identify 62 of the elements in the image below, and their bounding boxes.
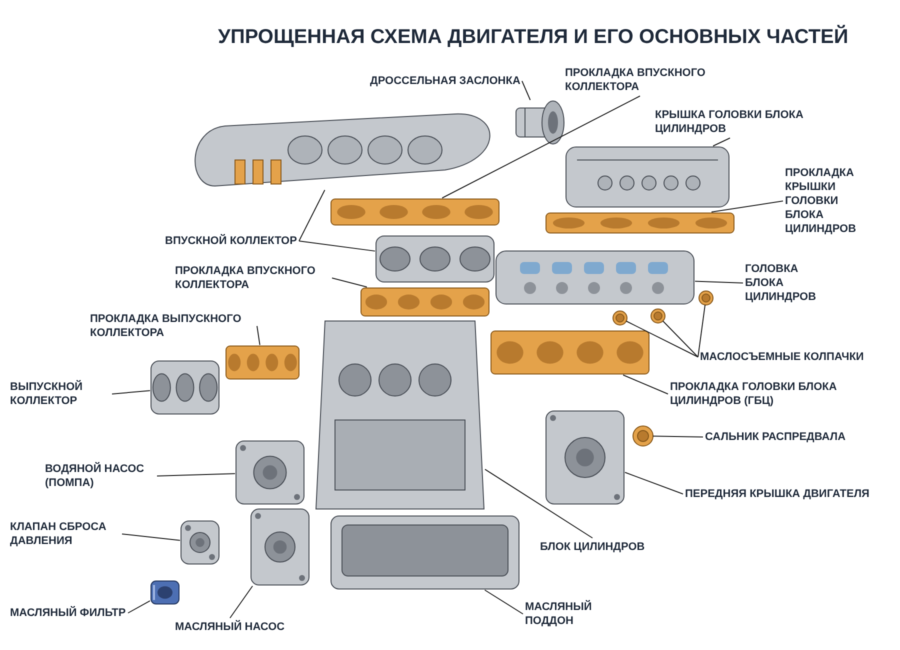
leader-line bbox=[662, 320, 698, 358]
leader-line bbox=[298, 240, 376, 252]
valve-seal-drawing bbox=[698, 290, 714, 306]
leader-line bbox=[256, 326, 260, 346]
leader-line bbox=[484, 590, 524, 614]
leader-line bbox=[298, 190, 326, 242]
part-label: КЛАПАН СБРОСА ДАВЛЕНИЯ bbox=[10, 520, 120, 548]
leader-line bbox=[230, 586, 254, 618]
leader-line bbox=[112, 390, 150, 394]
oil-pan-drawing bbox=[330, 515, 520, 590]
leader-line bbox=[128, 600, 150, 614]
gasket-drawing bbox=[225, 345, 300, 380]
part-label: КРЫШКА ГОЛОВКИ БЛОКА ЦИЛИНДРОВ bbox=[655, 108, 805, 136]
part-label: ПРОКЛАДКА ГОЛОВКИ БЛОКА ЦИЛИНДРОВ (ГБЦ) bbox=[670, 380, 845, 408]
relief-valve-drawing bbox=[180, 520, 220, 565]
part-label: ПРОКЛАДКА ВПУСКНОГО КОЛЛЕКТОРА bbox=[175, 264, 330, 292]
part-label: ДРОССЕЛЬНАЯ ЗАСЛОНКА bbox=[370, 74, 520, 88]
diagram-title: УПРОЩЕННАЯ СХЕМА ДВИГАТЕЛЯ И ЕГО ОСНОВНЫХ ЧАСТЕЙ bbox=[218, 26, 848, 49]
part-label: МАСЛЯНЫЙ ПОДДОН bbox=[525, 600, 605, 628]
water-pump-drawing bbox=[235, 440, 305, 505]
part-label: ПЕРЕДНЯЯ КРЫШКА ДВИГАТЕЛЯ bbox=[685, 487, 870, 501]
part-label: МАСЛОСЪЕМНЫЕ КОЛПАЧКИ bbox=[700, 350, 864, 364]
part-label: ГОЛОВКА БЛОКА ЦИЛИНДРОВ bbox=[745, 262, 830, 304]
valve-cover-drawing bbox=[565, 146, 730, 208]
valve-seal-drawing bbox=[612, 310, 628, 326]
leader-line bbox=[522, 80, 531, 100]
leader-line bbox=[442, 96, 640, 198]
cylinder-head-drawing bbox=[495, 250, 695, 305]
leader-line bbox=[122, 534, 180, 541]
gasket-drawing bbox=[360, 287, 490, 317]
part-label: ВПУСКНОЙ КОЛЛЕКТОР bbox=[165, 234, 297, 248]
part-label: МАСЛЯНЫЙ НАСОС bbox=[175, 620, 285, 634]
leader-line bbox=[332, 278, 368, 288]
part-label: ПРОКЛАДКА ВПУСКНОГО КОЛЛЕКТОРА bbox=[565, 66, 715, 94]
oil-filter-drawing bbox=[150, 580, 180, 605]
leader-line bbox=[694, 280, 744, 284]
gasket-drawing bbox=[330, 198, 500, 226]
part-label: ПРОКЛАДКА ВЫПУСКНОГО КОЛЛЕКТОРА bbox=[90, 312, 255, 340]
leader-line bbox=[652, 436, 704, 438]
part-label: ВОДЯНОЙ НАСОС (ПОМПА) bbox=[45, 462, 155, 490]
part-label: САЛЬНИК РАСПРЕДВАЛА bbox=[705, 430, 846, 444]
part-label: ПРОКЛАДКА КРЫШКИ ГОЛОВКИ БЛОКА ЦИЛИНДРОВ bbox=[785, 166, 870, 236]
leader-line bbox=[622, 374, 668, 394]
leader-line bbox=[624, 472, 684, 494]
valve-seal-drawing bbox=[650, 308, 666, 324]
leader-line bbox=[626, 320, 698, 358]
part-label: МАСЛЯНЫЙ ФИЛЬТР bbox=[10, 606, 126, 620]
gasket-drawing bbox=[545, 212, 735, 234]
engine-block-drawing bbox=[315, 320, 485, 510]
leader-line bbox=[698, 304, 706, 358]
part-label: ВЫПУСКНОЙ КОЛЛЕКТОР bbox=[10, 380, 110, 408]
head-gasket-drawing bbox=[490, 330, 650, 375]
leader-line bbox=[712, 138, 730, 146]
front-cover-drawing bbox=[545, 410, 625, 505]
intake-manifold-drawing bbox=[375, 235, 495, 283]
oil-pump-drawing bbox=[250, 508, 310, 586]
leader-line bbox=[156, 473, 236, 476]
part-label: БЛОК ЦИЛИНДРОВ bbox=[540, 540, 645, 554]
exhaust-manifold-drawing bbox=[150, 360, 220, 415]
camshaft-seal-drawing bbox=[632, 425, 654, 447]
throttle-body-drawing bbox=[515, 100, 565, 145]
leader-line bbox=[484, 468, 593, 538]
